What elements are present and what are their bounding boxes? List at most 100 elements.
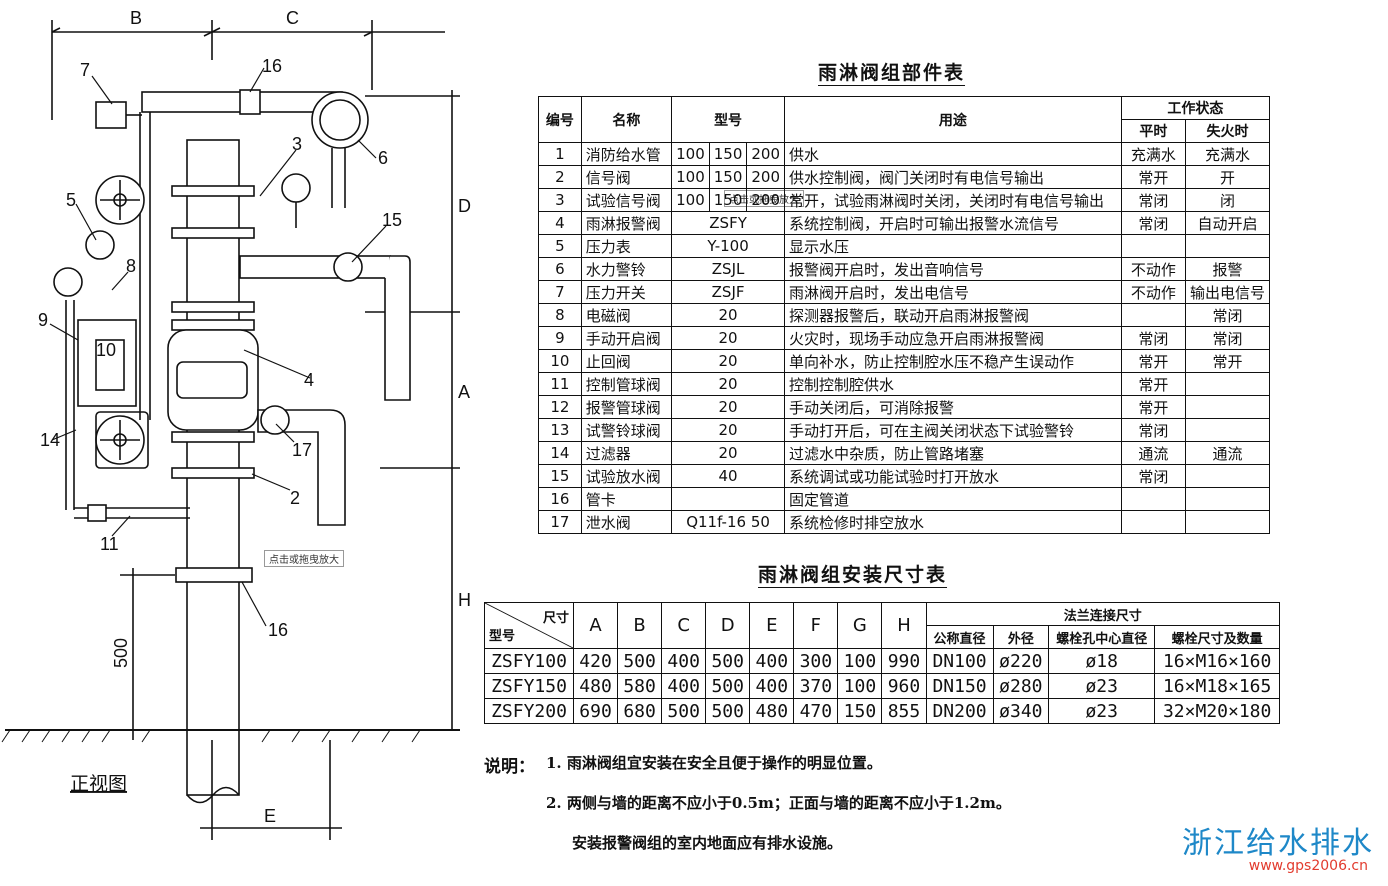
cell-use: 固定管道	[784, 487, 1122, 511]
size-cell: 32×M20×180	[1154, 698, 1280, 724]
callout-5: 5	[66, 190, 76, 210]
cell-use: 火灾时，现场手动应急开启雨淋报警阀	[784, 326, 1122, 350]
cell-use: 供水控制阀，阀门关闭时有电信号输出	[784, 165, 1122, 189]
note-2: 2. 两侧与墙的距离不应小于0.5m；正面与墙的距离不应小于1.2m。	[546, 794, 1011, 812]
dim-d-label: D	[458, 196, 471, 216]
cell-normal: 常开	[1120, 372, 1186, 396]
cell-normal: 常闭	[1120, 188, 1186, 212]
corner-top-label: 尺寸	[542, 611, 569, 626]
size-cell: 370	[793, 673, 839, 699]
control-trim	[77, 319, 137, 407]
cell-m3: 200	[746, 142, 786, 166]
cell-fire	[1184, 234, 1271, 258]
dim-b-label: B	[130, 8, 142, 28]
cell-name: 过滤器	[580, 441, 673, 465]
cell-no: 4	[538, 211, 582, 235]
size-cell: DN200	[925, 698, 994, 724]
flange-col-od: 外径	[992, 625, 1050, 649]
size-cell: 100	[837, 648, 883, 674]
cell-use: 报警阀开启时，发出音响信号	[784, 257, 1122, 281]
flange-col-bolts: 螺栓尺寸及数量	[1154, 625, 1280, 649]
pressure-gauge	[53, 267, 83, 297]
watermark-url[interactable]: www.gps2006.cn	[1248, 858, 1368, 874]
cell-no: 11	[538, 372, 582, 396]
callout-11: 11	[100, 534, 119, 554]
cell-use: 单向补水，防止控制腔水压不稳产生误动作	[784, 349, 1122, 373]
cell-normal: 常闭	[1120, 326, 1186, 350]
cell-m1: 100	[671, 142, 710, 166]
cell-fire: 闭	[1184, 188, 1271, 212]
size-col-h: H	[881, 602, 927, 649]
size-cell: 500	[705, 698, 751, 724]
col-use: 用途	[784, 96, 1122, 143]
size-cell: DN150	[925, 673, 994, 699]
cell-name: 控制管球阀	[580, 372, 673, 396]
cell-no: 15	[538, 464, 582, 488]
size-col-b: B	[617, 602, 663, 649]
cell-name: 压力开关	[580, 280, 673, 304]
size-table-title: 雨淋阀组安装尺寸表	[758, 564, 948, 586]
cell-normal: 常开	[1120, 395, 1186, 419]
flange-col-dn: 公称直径	[925, 625, 994, 649]
size-cell: 16×M18×165	[1154, 673, 1280, 699]
size-cell: 100	[837, 673, 883, 699]
size-cell: ø23	[1048, 698, 1156, 724]
size-cell: 990	[881, 648, 927, 674]
cell-name: 报警管球阀	[580, 395, 673, 419]
cell-name: 止回阀	[580, 349, 673, 373]
dim-500-label: 500	[111, 638, 131, 668]
size-cell: 300	[793, 648, 839, 674]
size-cell: ø220	[992, 648, 1050, 674]
cell-fire	[1184, 510, 1271, 534]
cell-no: 2	[538, 165, 582, 189]
size-cell: ø23	[1048, 673, 1156, 699]
cell-m3: 200	[746, 188, 786, 212]
flange-col-bolt-circle: 螺栓孔中心直径	[1048, 625, 1156, 649]
size-cell: 400	[749, 648, 795, 674]
cell-fire	[1184, 487, 1271, 511]
size-cell: 150	[837, 698, 883, 724]
cell-model: 20	[671, 372, 786, 396]
cell-fire: 通流	[1184, 441, 1271, 465]
cell-no: 16	[538, 487, 582, 511]
cell-model: 20	[671, 326, 786, 350]
corner-bottom-label: 型号	[489, 629, 516, 644]
cell-normal: 常闭	[1120, 418, 1186, 442]
parts-table-title: 雨淋阀组部件表	[818, 62, 966, 84]
note-3: 安装报警阀组的室内地面应有排水设施。	[572, 834, 843, 852]
cell-no: 10	[538, 349, 582, 373]
cell-model: ZSFY	[671, 211, 786, 235]
cell-use: 雨淋阀开启时，发出电信号	[784, 280, 1122, 304]
callout-15: 15	[382, 210, 402, 230]
size-cell: 400	[749, 673, 795, 699]
cell-fire: 输出电信号	[1184, 280, 1271, 304]
cell-name: 泄水阀	[580, 510, 673, 534]
size-cell: ZSFY100	[484, 648, 574, 674]
cell-m1: 100	[671, 165, 710, 189]
cell-no: 14	[538, 441, 582, 465]
cell-normal: 常开	[1120, 165, 1186, 189]
cell-name: 消防给水管	[580, 142, 673, 166]
cell-model: 20	[671, 303, 786, 327]
cell-fire: 常闭	[1184, 326, 1271, 350]
callout-8: 8	[126, 256, 136, 276]
cell-model: Q11f-16 50	[671, 510, 786, 534]
pressure-gauge	[281, 173, 311, 203]
cell-fire	[1184, 464, 1271, 488]
cell-use: 探测器报警后，联动开启雨淋报警阀	[784, 303, 1122, 327]
size-cell: 470	[793, 698, 839, 724]
cell-normal: 常闭	[1120, 464, 1186, 488]
dim-c-label: C	[286, 8, 299, 28]
cell-name: 手动开启阀	[580, 326, 673, 350]
size-cell: 480	[749, 698, 795, 724]
cell-fire: 充满水	[1184, 142, 1271, 166]
